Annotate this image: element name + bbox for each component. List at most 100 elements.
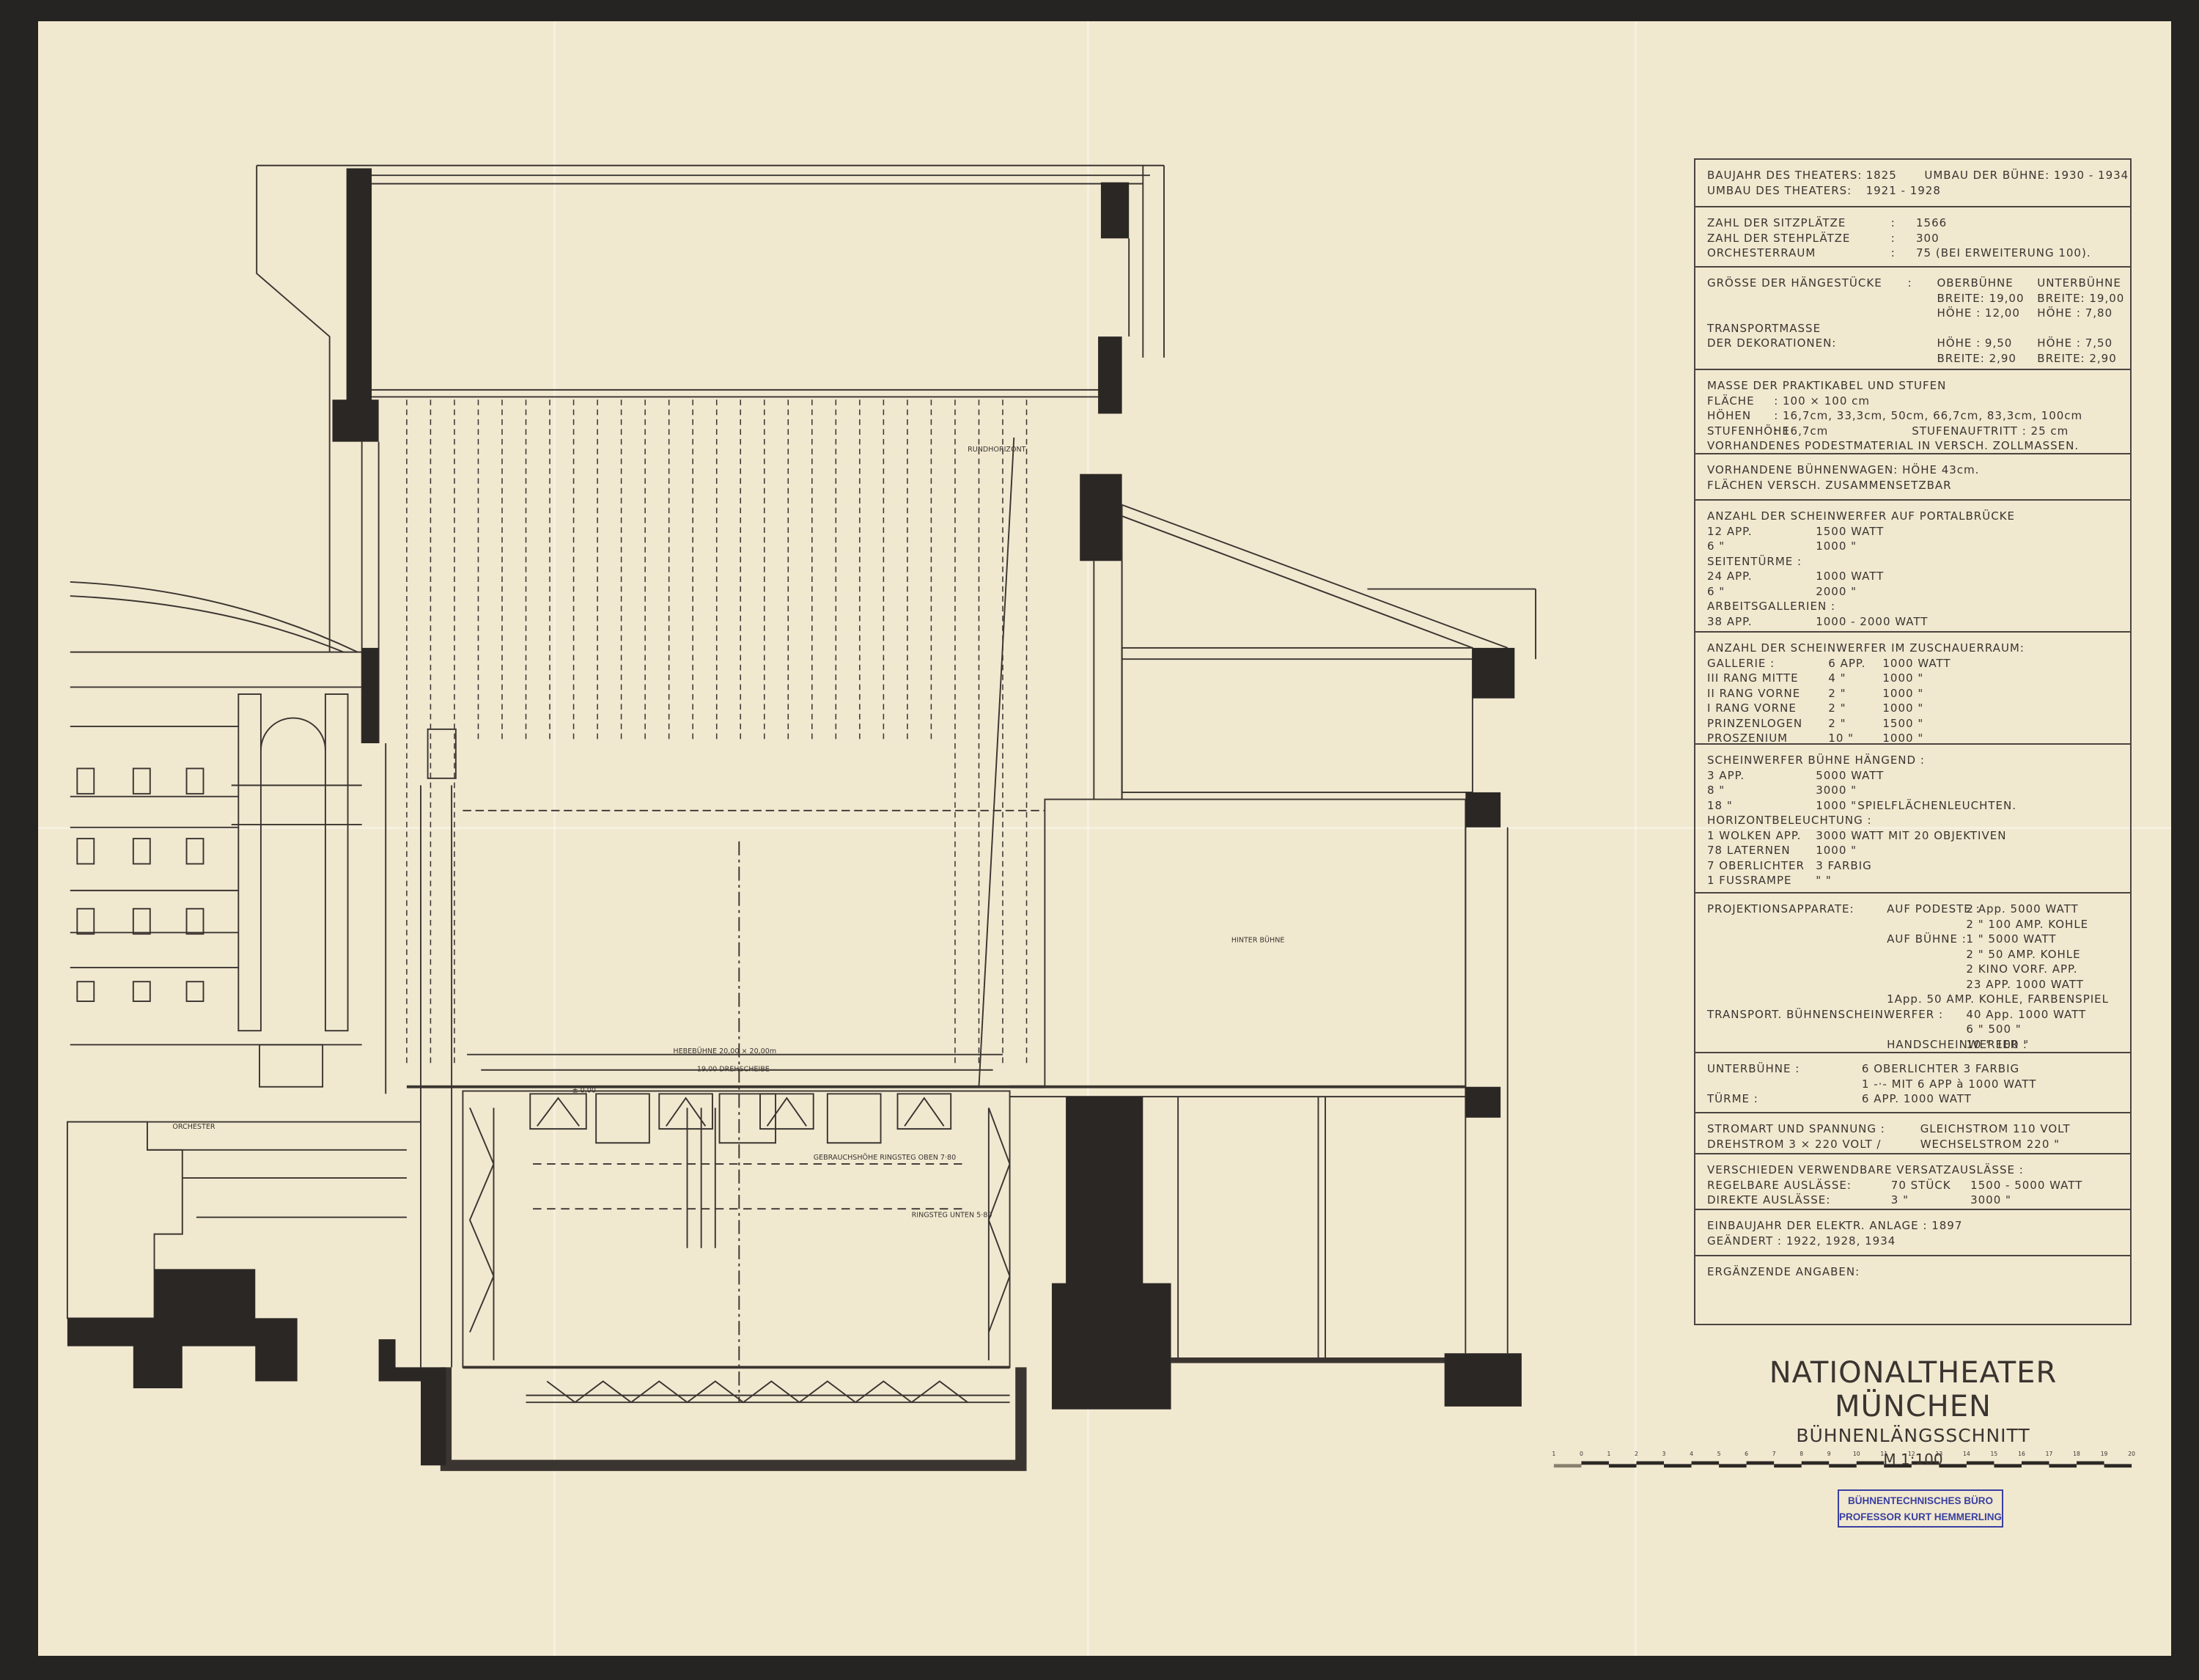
spec-cell: 3 APP.: [1707, 768, 1745, 782]
scale-tick-label: 8: [1800, 1451, 1803, 1457]
spec-cell: SEITENTÜRME :: [1707, 554, 1802, 568]
spec-cell: HORIZONTBELEUCHTUNG :: [1707, 814, 1872, 827]
spec-line: VERSCHIEDEN VERWENDBARE VERSATZAUSLÄSSE …: [1707, 1163, 2123, 1179]
scale-tick-label: 14: [1963, 1451, 1970, 1457]
spec-cell: 70 STÜCK: [1890, 1178, 1951, 1192]
spec-cell: 40 App. 1000 WATT: [1966, 1007, 2087, 1021]
office-stamp: BÜHNENTECHNISCHES BÜRO PROFESSOR KURT HE…: [1838, 1489, 2003, 1528]
fly-tower: [256, 164, 1165, 800]
spec-cell: DREHSTROM 3 × 220 VOLT /: [1707, 1137, 1882, 1151]
spec-cell: 2 KINO VORF. APP.: [1966, 962, 2078, 976]
spec-line: VORHANDENE BÜHNENWAGEN: HÖHE 43cm.: [1707, 463, 2123, 479]
scale-tick-label: 13: [1935, 1451, 1942, 1457]
spec-cell: UNTERBÜHNE :: [1707, 1062, 1800, 1075]
spec-cell: BREITE: 2,90: [2037, 351, 2117, 365]
spec-cell: HANDSCHEINWERFER :: [1887, 1037, 2027, 1051]
scale-segment: [1746, 1461, 1775, 1465]
spec-cell: 1 " 5000 WATT: [1966, 932, 2057, 946]
spec-cell: : 16,7cm: [1774, 424, 1829, 438]
spec-section: ERGÄNZENDE ANGABEN:: [1695, 1256, 2130, 1327]
spec-cell: 6 " 500 ": [1966, 1023, 2022, 1036]
spec-cell: STUFENAUFTRITT : 25 cm: [1912, 424, 2069, 438]
spec-cell: 1921 - 1928: [1865, 183, 1941, 197]
spec-line: UNTERBÜHNE :6 OBERLICHTER 3 FARBIG: [1707, 1062, 2123, 1077]
scale-tick-label: 10: [1853, 1451, 1860, 1457]
spec-cell: 6 APP.: [1828, 656, 1866, 670]
spec-line: 1 FUSSRAMPE" ": [1707, 874, 2123, 889]
spec-cell: 3000 ": [1816, 784, 1857, 797]
scale-tick-label: 11: [1880, 1451, 1887, 1457]
understage-lift-trusses: [529, 1093, 952, 1144]
spec-cell: 10 " 100 ": [1966, 1037, 2030, 1051]
spec-line: 1App. 50 AMP. KOHLE, FARBENSPIEL: [1707, 992, 2123, 1008]
spec-cell: HÖHE : 9,50: [1937, 336, 2013, 350]
spec-cell: HÖHE : 12,00: [1937, 306, 2020, 320]
spec-line: GEÄNDERT : 1922, 1928, 1934: [1707, 1234, 2123, 1250]
auditorium-section: [66, 581, 457, 1466]
spec-cell: 1566: [1916, 216, 1948, 229]
spec-cell: HÖHEN: [1707, 409, 1752, 422]
spec-cell: ZAHL DER SITZPLÄTZE: [1707, 216, 1846, 229]
spec-cell: 2 ": [1828, 686, 1846, 700]
spec-cell: STUFENHÖHE: [1707, 424, 1790, 438]
truss: [595, 1093, 650, 1144]
scale-segment: [2049, 1464, 2077, 1468]
spec-line: UMBAU DES THEATERS:1921 - 1928: [1707, 184, 2123, 199]
spec-cell: :: [1890, 231, 1896, 245]
spec-cell: 1825: [1865, 169, 1897, 182]
stamp-line-1: BÜHNENTECHNISCHES BÜRO: [1847, 1495, 1993, 1506]
spec-cell: 7 OBERLICHTER: [1707, 858, 1805, 872]
truss: [658, 1093, 713, 1130]
spec-cell: 1000 ": [1816, 798, 1857, 812]
spec-line: ANZAHL DER SCHEINWERFER AUF PORTALBRÜCKE: [1707, 509, 2123, 525]
truss: [759, 1093, 814, 1130]
scale-segment: [1966, 1461, 1994, 1465]
spec-cell: TRANSPORT. BÜHNENSCHEINWERFER :: [1707, 1007, 1944, 1021]
spec-cell: 1000 ": [1816, 844, 1857, 857]
scale-segment: [1691, 1461, 1720, 1465]
spec-cell: ORCHESTERRAUM: [1707, 246, 1816, 259]
scale-segment: [2021, 1461, 2049, 1465]
spec-section: VORHANDENE BÜHNENWAGEN: HÖHE 43cm.FLÄCHE…: [1695, 454, 2130, 501]
title-block: NATIONALTHEATER MÜNCHEN BÜHNENLÄNGSSCHNI…: [1686, 1356, 2140, 1468]
spec-cell: " ": [1816, 874, 1832, 887]
spec-cell: 6 ": [1707, 584, 1725, 598]
scale-segment: [1801, 1461, 1830, 1465]
spec-line: ANZAHL DER SCHEINWERFER IM ZUSCHAUERRAUM…: [1707, 641, 2123, 657]
spec-cell: 8 ": [1707, 784, 1725, 797]
spec-line: STUFENHÖHE: 16,7cm STUFENAUFTRITT : 25 cm: [1707, 424, 2123, 440]
spec-cell: 6 ": [1707, 539, 1725, 553]
spec-cell: UMBAU DER BÜHNE: 1930 - 1934: [1924, 169, 2129, 182]
spec-cell: 1500 - 5000 WATT: [1970, 1178, 2083, 1192]
fold-line: [38, 827, 2171, 829]
spec-cell: 3 FARBIG: [1816, 858, 1872, 872]
scale-tick-label: 3: [1662, 1451, 1666, 1457]
spec-cell: TRANSPORTMASSE: [1707, 321, 1822, 335]
ringsteg-unten-label: RINGSTEG UNTEN 5·80: [912, 1212, 992, 1220]
hebebuehne-label: HEBEBÜHNE 20,00 × 20,00m: [673, 1047, 776, 1055]
spec-line: 12 APP.1500 WATT: [1707, 525, 2123, 540]
spec-line: HANDSCHEINWERFER :10 " 100 ": [1707, 1038, 2123, 1053]
spec-cell: PROJEKTIONSAPPARATE:: [1707, 902, 1854, 915]
spec-cell: GLEICHSTROM 110 VOLT: [1920, 1122, 2071, 1135]
spec-cell: 1App. 50 AMP. KOHLE, FARBENSPIEL: [1887, 992, 2110, 1006]
spec-cell: 2 App. 5000 WATT: [1966, 902, 2079, 915]
spec-line: MASSE DER PRAKTIKABEL UND STUFEN: [1707, 379, 2123, 394]
spec-cell: VORHANDENES PODESTMATERIAL IN VERSCH. ZO…: [1707, 439, 2080, 452]
spec-cell: 1000 WATT: [1882, 656, 1951, 670]
spec-line: 6 "2000 ": [1707, 585, 2123, 600]
fold-line: [1635, 21, 1637, 1656]
scale-segment: [2104, 1464, 2132, 1468]
spec-line: 38 APP.1000 - 2000 WATT: [1707, 615, 2123, 630]
spec-line: PROJEKTIONSAPPARATE:AUF PODESTE :2 App. …: [1707, 902, 2123, 918]
spec-cell: ERGÄNZENDE ANGABEN:: [1707, 1265, 1860, 1278]
